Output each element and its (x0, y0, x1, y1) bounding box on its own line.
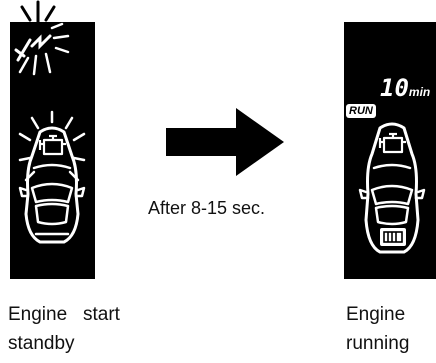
running-engine-icon (380, 134, 406, 152)
right-arrow-icon (160, 106, 290, 178)
rear-defroster-icon (380, 228, 406, 246)
running-car-top-view-icon (350, 120, 436, 260)
car-top-view-icon (10, 110, 95, 250)
engine-icon (40, 136, 66, 154)
timer-unit: min (409, 85, 430, 99)
standby-caption-line1: Engine start (8, 300, 120, 329)
remaining-time-readout: 10min (380, 74, 430, 102)
transition-label: After 8-15 sec. (148, 198, 265, 219)
run-badge: RUN (346, 104, 376, 118)
running-caption-line2: running (346, 329, 409, 358)
standby-caption-line2: standby (8, 329, 75, 358)
remote-signal-icon (10, 22, 95, 92)
running-caption-line1: Engine (346, 300, 405, 329)
timer-digits: 10 (380, 74, 409, 102)
